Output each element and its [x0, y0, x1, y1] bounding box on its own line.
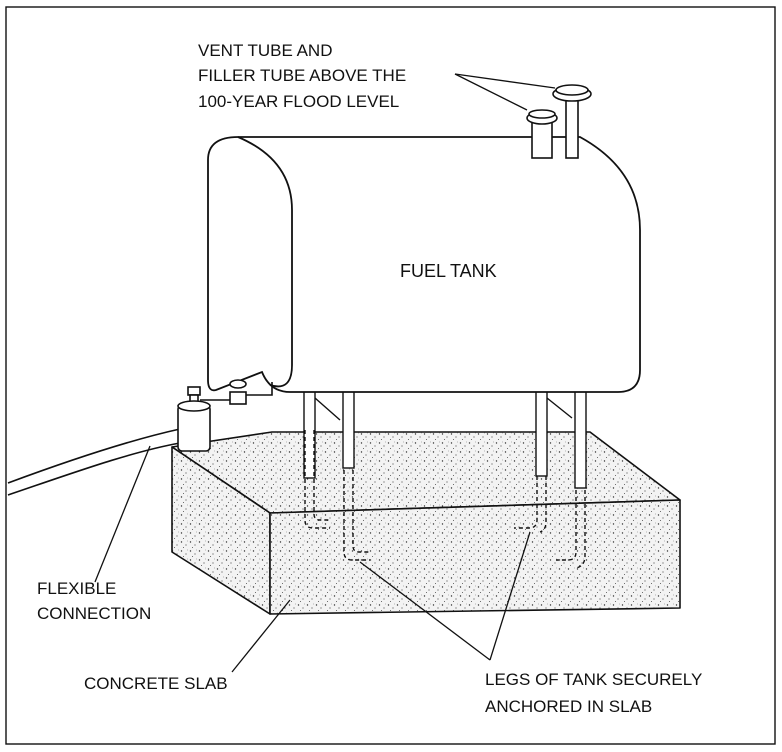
- concrete-slab-label: CONCRETE SLAB: [84, 674, 228, 693]
- fuel-tank: [207, 136, 641, 393]
- tank-legs: [303, 387, 587, 569]
- filler-tube: [552, 84, 592, 159]
- vent-label-line1: VENT TUBE AND: [198, 41, 332, 60]
- leader-lines: [94, 73, 556, 673]
- vent-label-line3: 100-YEAR FLOOD LEVEL: [198, 92, 399, 111]
- fuel-valve: [177, 379, 273, 452]
- vent-tube: [526, 109, 558, 159]
- fuel-tank-label: FUEL TANK: [400, 261, 497, 281]
- flexible-label-line2: CONNECTION: [37, 604, 151, 623]
- flexible-hose: [7, 428, 181, 496]
- legs-label-line1: LEGS OF TANK SECURELY: [485, 670, 702, 689]
- flexible-label-line1: FLEXIBLE: [37, 579, 116, 598]
- vent-label-line2: FILLER TUBE ABOVE THE: [198, 66, 406, 85]
- legs-label-line2: ANCHORED IN SLAB: [485, 697, 652, 716]
- concrete-slab: [171, 431, 681, 615]
- diagram-border: [5, 6, 776, 745]
